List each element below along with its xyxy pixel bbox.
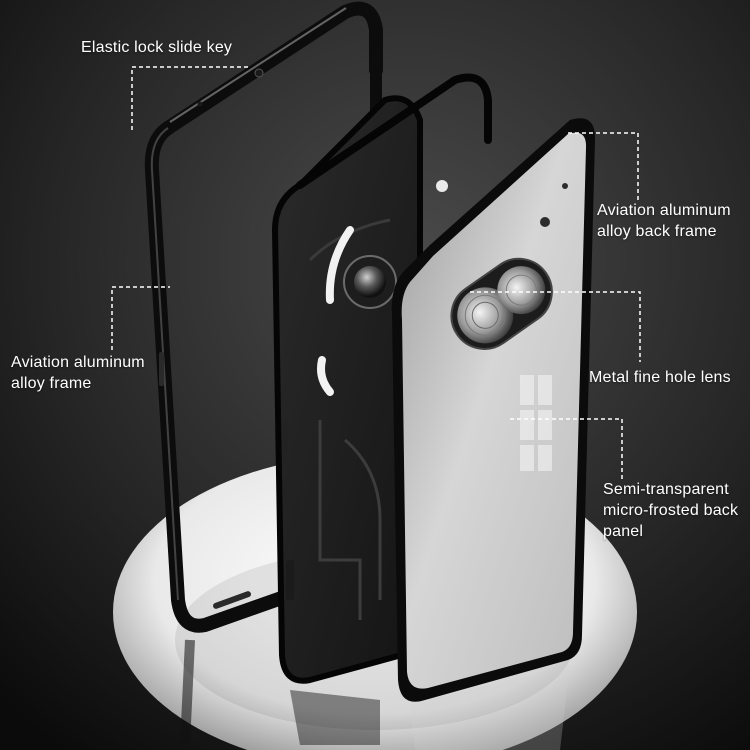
panel-flash-hole bbox=[540, 217, 550, 227]
leader-lens bbox=[470, 291, 641, 362]
callout-back-panel-line-3: panel bbox=[603, 523, 644, 540]
callout-back-panel: Semi-transparent micro-frosted back pane… bbox=[603, 479, 738, 542]
panel-mic-hole bbox=[562, 183, 568, 189]
metal-lens-module bbox=[450, 257, 553, 350]
callout-lens-line-1: Metal fine hole lens bbox=[589, 369, 731, 386]
phone-side-button bbox=[283, 420, 288, 454]
callout-alloy-frame: Aviation aluminum alloy frame bbox=[11, 352, 145, 394]
frame-pinhole bbox=[197, 101, 203, 107]
callout-back-panel-line-1: Semi-transparent bbox=[603, 481, 729, 498]
phone-camera-lens bbox=[354, 266, 386, 298]
callout-lock-key-line-1: Elastic lock slide key bbox=[81, 39, 233, 56]
light-strip-upper bbox=[325, 226, 354, 304]
callout-lens: Metal fine hole lens bbox=[589, 367, 731, 388]
callout-alloy-frame-line-2: alloy frame bbox=[11, 375, 92, 392]
callout-back-frame-line-1: Aviation aluminum bbox=[597, 202, 731, 219]
lock-key-hole bbox=[254, 68, 264, 78]
panel-reflection bbox=[410, 665, 570, 750]
phone-flash bbox=[436, 180, 448, 192]
light-strip-lower bbox=[317, 356, 334, 396]
frame-reflection bbox=[180, 639, 195, 746]
callout-lock-key: Elastic lock slide key bbox=[81, 37, 232, 58]
callout-back-frame-line-2: alloy back frame bbox=[597, 223, 717, 240]
leader-back-panel bbox=[510, 418, 623, 482]
leader-back-frame bbox=[568, 132, 639, 200]
callout-alloy-frame-line-1: Aviation aluminum bbox=[11, 354, 145, 371]
frame-side-button bbox=[159, 352, 164, 386]
leader-lines bbox=[111, 66, 641, 482]
phone-reflection bbox=[290, 690, 380, 745]
callout-back-frame: Aviation aluminum alloy back frame bbox=[597, 200, 731, 242]
frame-bottom-slot bbox=[213, 591, 251, 609]
window-reflection bbox=[520, 375, 552, 471]
phone-side-port bbox=[286, 560, 294, 600]
callout-back-panel-line-2: micro-frosted back bbox=[603, 502, 739, 519]
leader-lock-key bbox=[131, 66, 250, 130]
leader-alloy-frame bbox=[111, 286, 170, 350]
phone-body bbox=[271, 73, 492, 684]
back-panel-assembly bbox=[391, 118, 596, 702]
